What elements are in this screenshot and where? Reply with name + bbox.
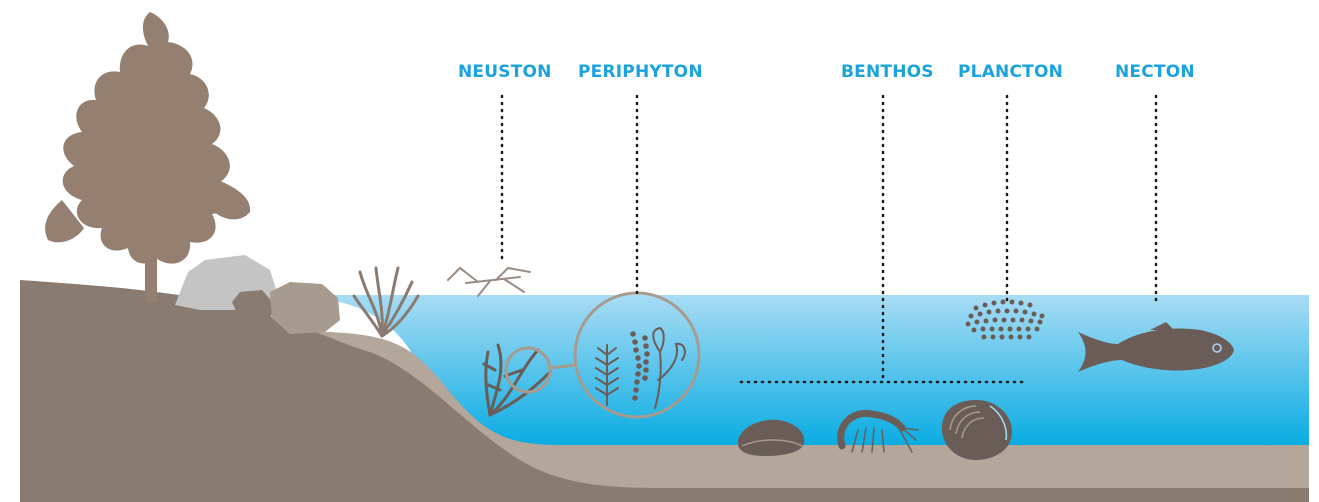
label-neuston: NEUSTON (458, 62, 552, 82)
label-periphyton: PERIPHYTON (578, 62, 703, 82)
label-plancton: PLANCTON (958, 62, 1063, 82)
water-strider-icon (448, 268, 530, 296)
label-benthos: BENTHOS (841, 62, 934, 82)
label-necton: NECTON (1115, 62, 1195, 82)
